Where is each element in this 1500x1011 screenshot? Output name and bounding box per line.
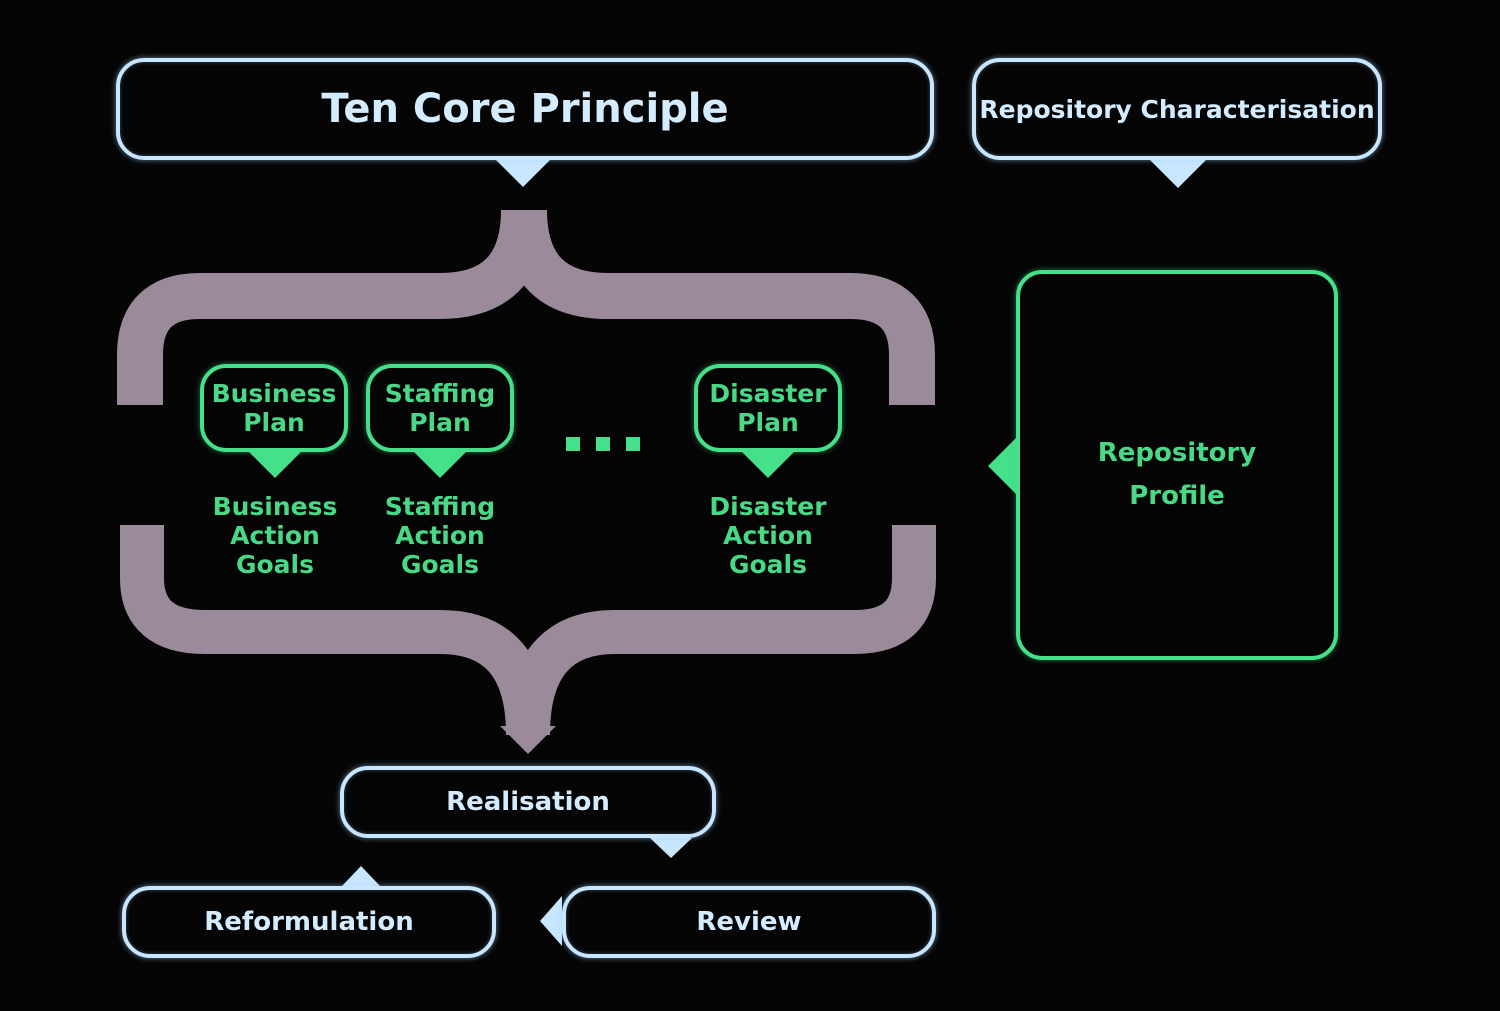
realisation-pointer-icon [650, 838, 692, 858]
business-plan-pointer-icon [247, 450, 303, 478]
disaster-plan-pointer-icon [740, 450, 796, 478]
staffing-action-goals: Staffing Action Goals [384, 492, 496, 579]
characterisation-pointer-icon [1150, 160, 1206, 188]
disaster-plan-box: Disaster Plan [694, 364, 842, 452]
business-plan-box: Business Plan [200, 364, 348, 452]
staffing-plan-label: Staffing Plan [384, 379, 496, 437]
ten-core-principle-label: Ten Core Principle [321, 86, 729, 132]
title-pointer-icon [496, 160, 550, 187]
ellipsis-dot [596, 437, 610, 451]
review-label: Review [696, 907, 802, 937]
staffing-plan-box: Staffing Plan [366, 364, 514, 452]
brace-arrowhead [500, 726, 556, 754]
realisation-box: Realisation [340, 766, 716, 838]
review-box: Review [562, 886, 936, 958]
ellipsis-dot [626, 437, 640, 451]
repository-profile-label: Repository Profile [1097, 438, 1257, 511]
realisation-label: Realisation [446, 787, 610, 817]
disaster-action-goals: Disaster Action Goals [709, 492, 827, 579]
top-brace [117, 209, 935, 405]
reformulation-label: Reformulation [204, 907, 414, 937]
ten-core-principle-box: Ten Core Principle [116, 58, 934, 160]
profile-pointer-icon [988, 438, 1016, 494]
reformulation-box: Reformulation [122, 886, 496, 958]
staffing-plan-pointer-icon [412, 450, 468, 478]
business-action-goals: Business Action Goals [212, 492, 338, 579]
repository-characterisation-box: Repository Characterisation [972, 58, 1382, 160]
repository-characterisation-label: Repository Characterisation [979, 94, 1375, 124]
review-pointer-icon [540, 896, 562, 946]
ellipsis-dot [566, 437, 580, 451]
business-plan-label: Business Plan [211, 379, 337, 437]
repository-profile-box: Repository Profile [1016, 270, 1338, 660]
disaster-plan-label: Disaster Plan [709, 379, 827, 437]
reformulation-pointer-icon [342, 866, 380, 886]
